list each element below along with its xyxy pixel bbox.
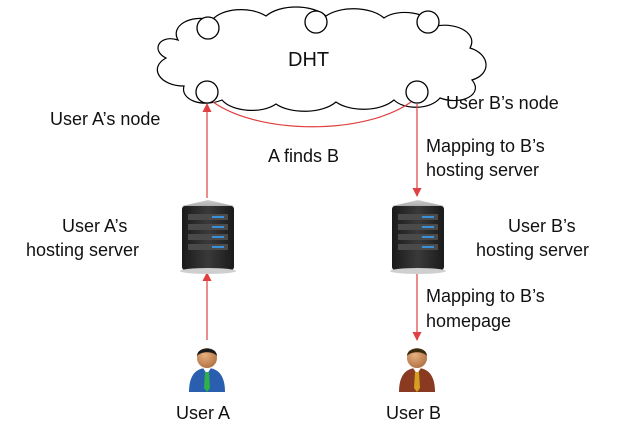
user-a-server-label-line2: hosting server: [26, 240, 139, 260]
dht-node-top-left: [196, 16, 220, 40]
dht-cloud: DHT: [156, 6, 487, 112]
user-b-server-label-line1: User B’s: [508, 216, 576, 236]
a-finds-b-curve: [212, 101, 412, 128]
user-b-node-label: User B’s node: [446, 93, 559, 113]
dht-node-top-middle: [304, 10, 328, 34]
a-finds-b-label: A finds B: [268, 146, 339, 166]
user-a-icon: [189, 348, 225, 392]
user-b-label: User B: [386, 403, 441, 423]
user-b-dht-node: [405, 80, 429, 104]
mapping-hosting-label-line1: Mapping to B’s: [426, 136, 545, 156]
user-a-label: User A: [176, 403, 230, 423]
user-a-server-label-line1: User A’s: [62, 216, 127, 236]
mapping-homepage-label-line2: homepage: [426, 311, 511, 331]
user-a-server-icon: [180, 200, 236, 274]
user-b-server-icon: [390, 200, 446, 274]
mapping-hosting-label-line2: hosting server: [426, 160, 539, 180]
user-b-server-label-line2: hosting server: [476, 240, 589, 260]
user-a-dht-node: [195, 80, 219, 104]
user-b-icon: [399, 348, 435, 392]
dht-label: DHT: [288, 49, 329, 71]
dht-node-top-right: [416, 10, 440, 34]
mapping-homepage-label-line1: Mapping to B’s: [426, 286, 545, 306]
user-a-node-label: User A’s node: [50, 109, 160, 129]
